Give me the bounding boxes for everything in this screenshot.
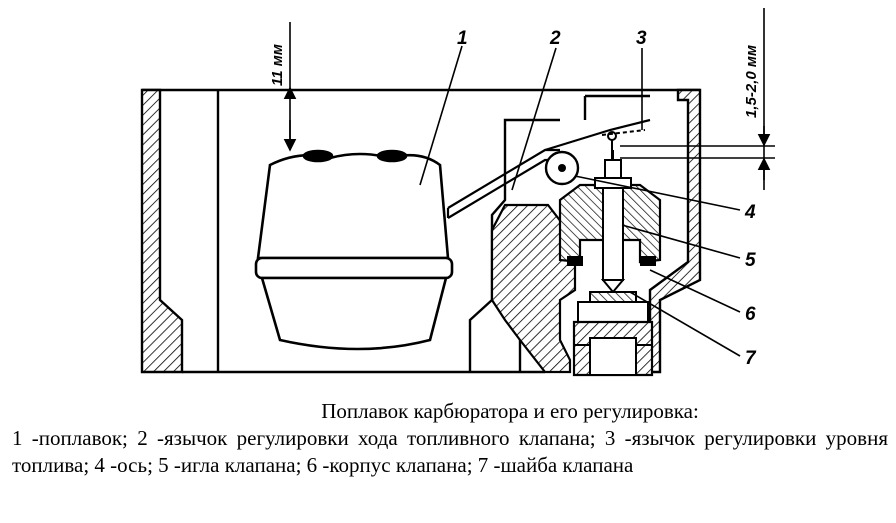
valve-washer: [577, 291, 649, 323]
caption-body: 1 -поплавок; 2 -язычок регулировки хода …: [12, 426, 888, 477]
valve-needle: [594, 150, 632, 294]
dim-gap-label: 1,5-2,0 мм: [743, 45, 760, 118]
label-2: 2: [549, 28, 561, 49]
label-5: 5: [745, 250, 756, 271]
label-1: 1: [457, 28, 468, 49]
label-7: 7: [745, 348, 757, 369]
caption-title: Поплавок карбюратора и его регулировка:: [321, 399, 699, 423]
level-tab: [601, 129, 646, 160]
label-3: 3: [636, 28, 647, 49]
leader-lines: [419, 45, 741, 357]
label-4: 4: [744, 202, 756, 223]
label-6: 6: [745, 304, 756, 325]
dim-height-label: 11 мм: [269, 44, 286, 86]
figure-caption: Поплавок карбюратора и его регулировка: …: [12, 398, 888, 479]
carburetor-float-diagram: 11 мм 1,5-2,0 мм 1 2 3 4 5 6 7: [140, 8, 775, 377]
dimension-gap: [620, 8, 775, 190]
float: [254, 149, 454, 351]
